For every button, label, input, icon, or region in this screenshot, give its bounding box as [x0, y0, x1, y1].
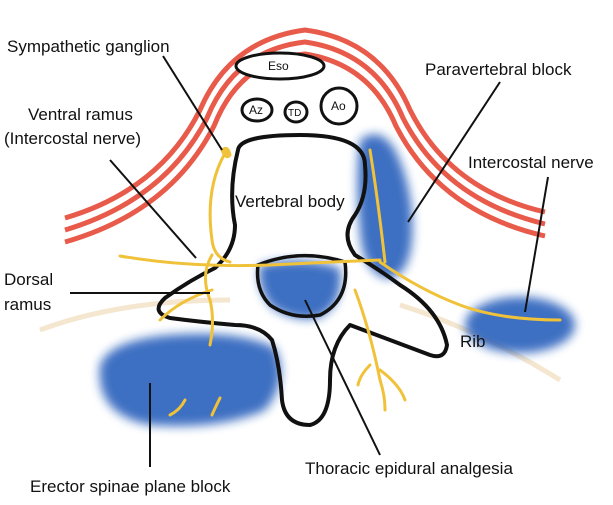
label-dorsal: Dorsal [4, 270, 53, 289]
label-sympathetic-ganglion: Sympathetic ganglion [7, 37, 170, 56]
label-eso: Eso [268, 59, 289, 73]
pleura-outer [64, 27, 546, 221]
epidural-block-area [259, 260, 341, 319]
label-erector-spinae: Erector spinae plane block [30, 477, 231, 496]
label-paravertebral-block: Paravertebral block [425, 60, 572, 79]
label-vertebral-body: Vertebral body [235, 192, 345, 211]
thoracic-duct-shape [283, 100, 309, 124]
pleura-middle [64, 39, 546, 233]
azygos-shape [240, 97, 274, 123]
label-intercostal-nerve-paren: (Intercostal nerve) [4, 129, 141, 148]
spinal-canal [255, 254, 348, 318]
intercostal-block-area [465, 297, 575, 353]
vertebra-outline [156, 133, 449, 427]
label-td: TD [288, 108, 301, 119]
esophagus-shape [234, 51, 326, 81]
label-intercostal-nerve: Intercostal nerve [468, 153, 594, 172]
erector-spinae-block-area [99, 333, 281, 426]
label-ventral-ramus: Ventral ramus [28, 105, 133, 124]
rib-shadow-left [39, 297, 231, 333]
label-thoracic-epidural: Thoracic epidural analgesia [305, 459, 513, 478]
label-az: Az [249, 103, 263, 117]
label-ao: Ao [331, 99, 346, 113]
aorta-shape [319, 86, 359, 126]
ganglion-dot [220, 146, 232, 159]
label-rib: Rib [460, 332, 486, 351]
label-ramus: ramus [4, 295, 51, 314]
pleura-inner [64, 51, 546, 245]
nerves [118, 148, 562, 417]
leader-lines [70, 55, 549, 467]
paravertebral-block-area [357, 134, 413, 279]
